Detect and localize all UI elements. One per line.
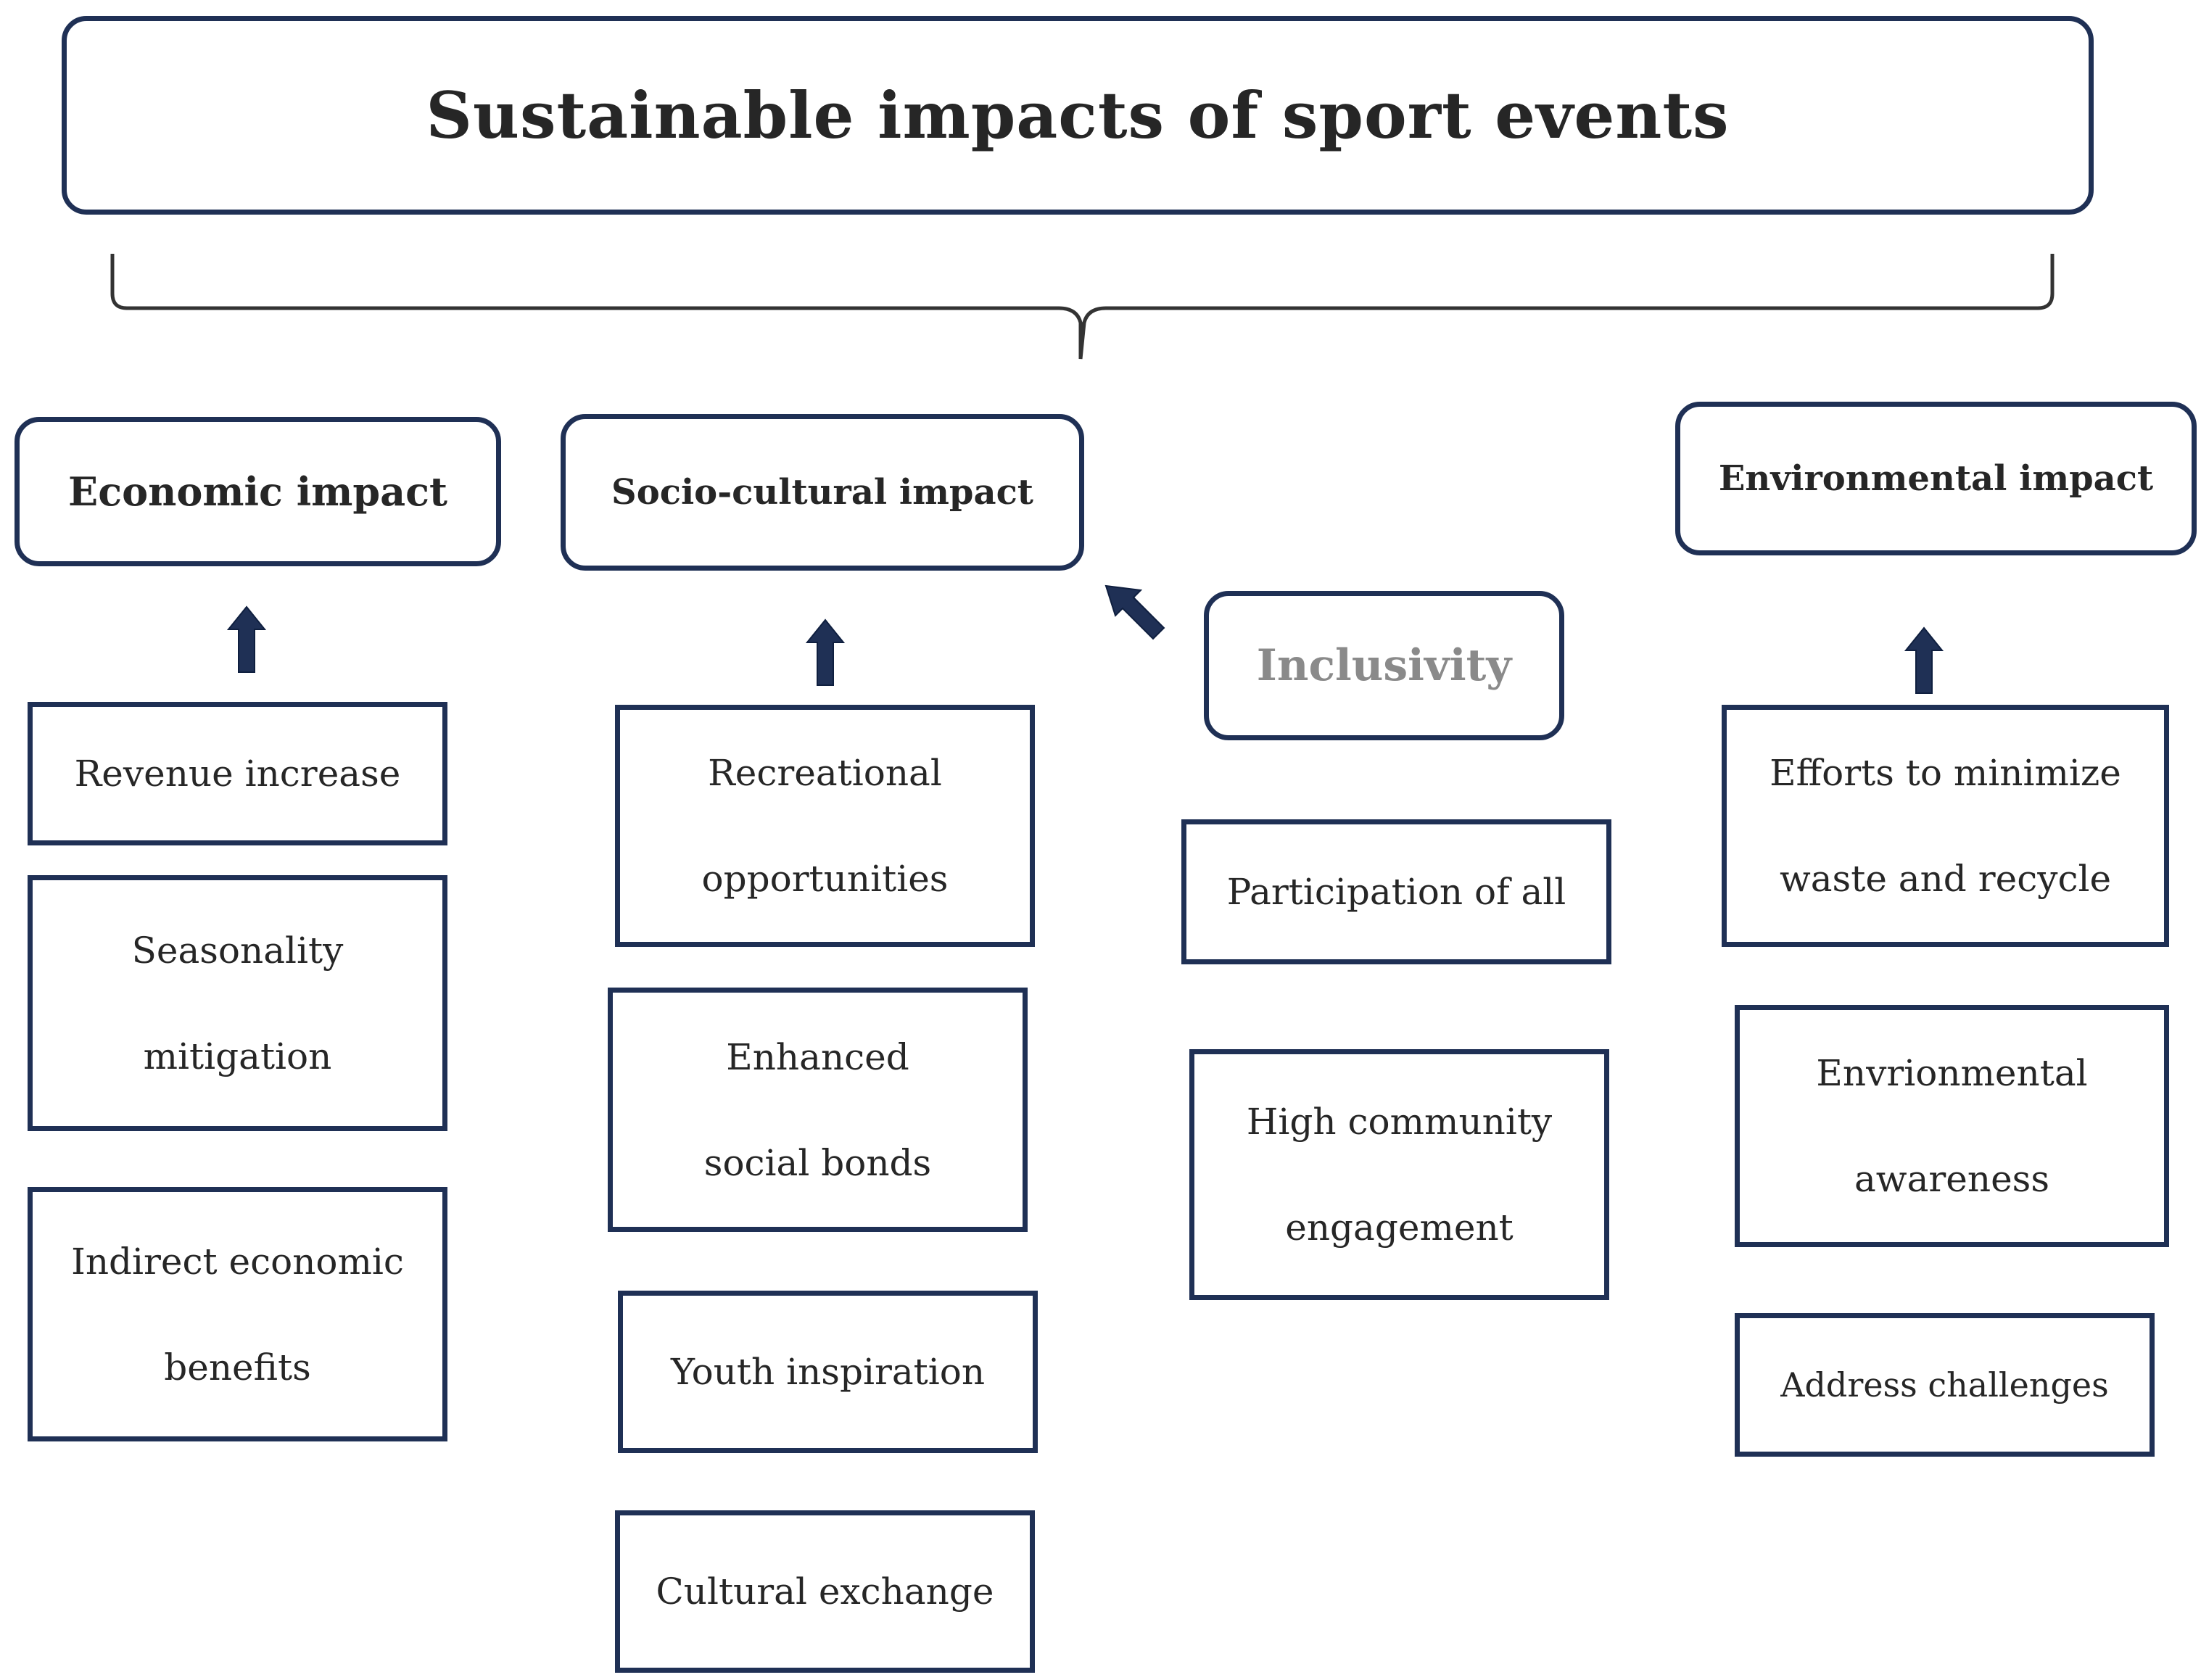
category-label: Environmental impact <box>1718 458 2154 499</box>
diagram-title-box: Sustainable impacts of sport events <box>62 16 2094 215</box>
sociocultural-item: Youth inspiration <box>618 1291 1038 1453</box>
category-label: Economic impact <box>68 468 447 515</box>
item-line: Indirect economic <box>71 1240 404 1283</box>
item-line: High community <box>1246 1101 1553 1143</box>
curly-brace <box>110 254 2055 360</box>
item-line: awareness <box>1854 1158 2050 1200</box>
category-sociocultural-header: Socio-cultural impact <box>561 414 1084 571</box>
arrow-up-icon <box>1904 626 1944 694</box>
item-line: Seasonality <box>131 929 344 972</box>
category-environmental-header: Environmental impact <box>1675 402 2197 555</box>
inclusivity-item: High community engagement <box>1189 1049 1609 1300</box>
inclusivity-item: Participation of all <box>1181 819 1611 964</box>
item-line: benefits <box>164 1346 311 1389</box>
category-economic-header: Economic impact <box>15 417 501 566</box>
item-line: Efforts to minimize <box>1770 752 2121 794</box>
item-line: Youth inspiration <box>670 1351 986 1393</box>
arrow-up-left-icon <box>1104 584 1165 640</box>
arrow-up-icon <box>805 618 846 686</box>
category-label: Inclusivity <box>1256 640 1512 691</box>
sociocultural-item: Cultural exchange <box>615 1510 1035 1673</box>
item-line: Cultural exchange <box>656 1571 994 1613</box>
economic-item: Seasonality mitigation <box>28 875 447 1131</box>
economic-item: Revenue increase <box>28 702 447 845</box>
item-line: Enhanced <box>726 1035 909 1078</box>
item-line: Revenue increase <box>74 753 401 795</box>
arrow-up-icon <box>226 605 267 673</box>
environmental-item: Envrionmental awareness <box>1735 1005 2169 1247</box>
item-line: Address challenges <box>1780 1365 2109 1404</box>
item-line: opportunities <box>701 858 949 900</box>
environmental-item: Address challenges <box>1735 1313 2155 1457</box>
category-label: Socio-cultural impact <box>611 472 1033 513</box>
item-line: social bonds <box>703 1141 932 1184</box>
item-line: Envrionmental <box>1816 1052 2088 1094</box>
sociocultural-item: Enhanced social bonds <box>608 988 1028 1232</box>
item-line: Participation of all <box>1226 871 1566 913</box>
item-line: Recreational <box>708 752 942 794</box>
item-line: waste and recycle <box>1779 858 2112 900</box>
economic-item: Indirect economic benefits <box>28 1187 447 1441</box>
diagram-title: Sustainable impacts of sport events <box>426 78 1730 153</box>
item-line: mitigation <box>143 1035 332 1077</box>
environmental-item: Efforts to minimize waste and recycle <box>1722 705 2169 947</box>
category-inclusivity-header: Inclusivity <box>1204 591 1564 740</box>
item-line: engagement <box>1285 1207 1514 1249</box>
sociocultural-item: Recreational opportunities <box>615 705 1035 947</box>
